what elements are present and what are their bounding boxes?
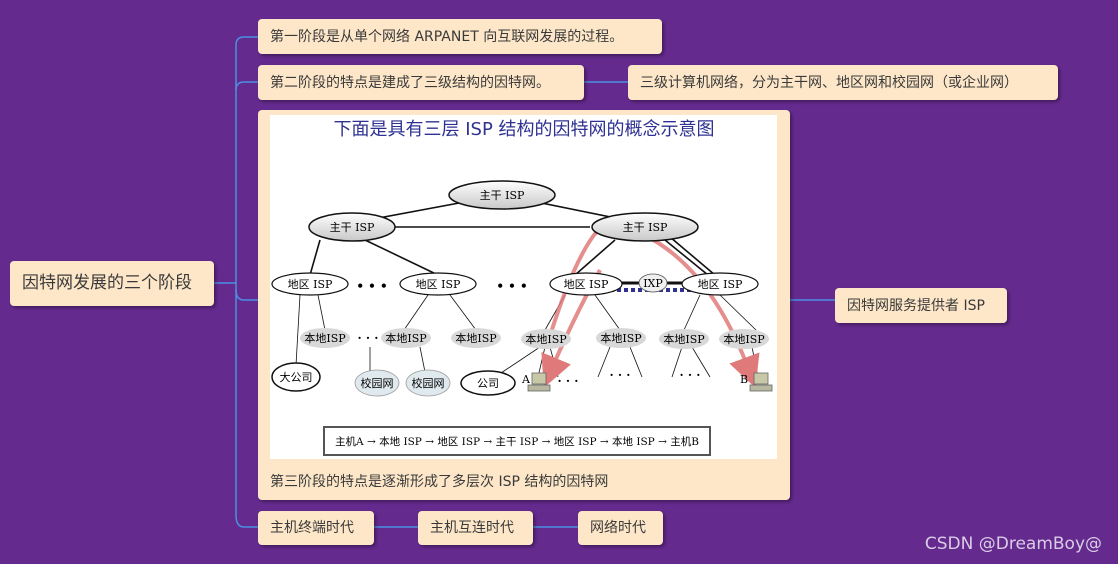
local-isp-1: 本地ISP	[300, 328, 350, 348]
local-isp-7: 本地ISP	[719, 329, 769, 349]
local-isp-6: 本地ISP	[659, 329, 709, 349]
svg-text:主机A → 本地 ISP → 地区 ISP → 主干 ISP: 主机A → 本地 ISP → 地区 ISP → 主干 ISP → 地区 ISP …	[335, 435, 699, 448]
campus-network-2: 校园网	[405, 369, 451, 397]
stage2-node[interactable]: 第二阶段的特点是建成了三级结构的因特网。	[258, 65, 584, 100]
svg-text:公司: 公司	[477, 377, 499, 390]
era3-node[interactable]: 网络时代	[578, 511, 663, 545]
svg-text:地区 ISP: 地区 ISP	[564, 278, 609, 291]
svg-text:本地ISP: 本地ISP	[455, 331, 497, 345]
watermark: CSDN @DreamBoy@	[924, 534, 1102, 554]
svg-text:本地ISP: 本地ISP	[304, 331, 346, 345]
svg-text:IXP: IXP	[643, 277, 663, 290]
stage3-detail-node[interactable]: 因特网服务提供者 ISP	[835, 288, 1007, 323]
ellipsis-2: • • •	[496, 279, 527, 293]
ixp-cloud: IXP	[638, 273, 668, 293]
route-path-box: 主机A → 本地 ISP → 地区 ISP → 主干 ISP → 地区 ISP …	[323, 426, 711, 456]
connector-stage1	[235, 36, 258, 46]
big-company: 大公司	[271, 362, 321, 392]
ellipsis-5: · · ·	[610, 368, 631, 382]
backbone-isp-right: 主干 ISP	[591, 212, 699, 242]
svg-text:本地ISP: 本地ISP	[723, 332, 765, 346]
local-isp-3: 本地ISP	[451, 328, 501, 348]
stage2-detail-node[interactable]: 三级计算机网络，分为主干网、地区网和校园网（或企业网）	[628, 65, 1058, 100]
isp-diagram-image: 下面是具有三层 ISP 结构的因特网的概念示意图	[270, 115, 777, 459]
root-topic[interactable]: 因特网发展的三个阶段	[10, 261, 214, 306]
connector-era1	[235, 514, 258, 528]
local-isp-2: 本地ISP	[381, 328, 431, 348]
local-isp-5: 本地ISP	[596, 328, 646, 348]
svg-text:主干 ISP: 主干 ISP	[623, 221, 668, 234]
host-b-computer-icon	[749, 372, 773, 392]
host-b-label: B	[740, 373, 748, 386]
ellipsis-1: • • •	[356, 279, 387, 293]
diagram-title: 下面是具有三层 ISP 结构的因特网的概念示意图	[333, 118, 714, 140]
svg-text:地区 ISP: 地区 ISP	[416, 278, 461, 291]
connector-stage2	[235, 81, 258, 91]
host-a-label: A	[521, 373, 531, 386]
company: 公司	[460, 370, 516, 396]
svg-text:大公司: 大公司	[280, 370, 313, 384]
svg-text:校园网: 校园网	[361, 376, 394, 390]
ellipsis-6: · · ·	[680, 368, 701, 382]
ellipsis-3: · · ·	[358, 331, 379, 345]
svg-text:本地ISP: 本地ISP	[525, 332, 567, 346]
svg-text:主干 ISP: 主干 ISP	[480, 189, 525, 202]
era1-node[interactable]: 主机终端时代	[258, 511, 374, 545]
svg-text:主干 ISP: 主干 ISP	[330, 221, 375, 234]
svg-text:本地ISP: 本地ISP	[385, 331, 427, 345]
root-trunk	[214, 45, 237, 515]
era2-node[interactable]: 主机互连时代	[418, 511, 533, 545]
regional-isp-4: 地区 ISP	[681, 272, 759, 296]
stage1-node[interactable]: 第一阶段是从单个网络 ARPANET 向互联网发展的过程。	[258, 19, 662, 54]
regional-isp-3: 地区 ISP	[549, 272, 623, 296]
ellipsis-4: · · ·	[558, 374, 579, 388]
regional-isp-2: 地区 ISP	[399, 272, 477, 296]
svg-text:地区 ISP: 地区 ISP	[288, 278, 333, 291]
svg-text:地区 ISP: 地区 ISP	[698, 278, 743, 291]
backbone-isp-left: 主干 ISP	[308, 212, 396, 242]
local-isp-4: 本地ISP	[521, 329, 571, 349]
backbone-isp-top: 主干 ISP	[448, 180, 556, 210]
svg-text:本地ISP: 本地ISP	[663, 332, 705, 346]
svg-text:本地ISP: 本地ISP	[600, 331, 642, 345]
connector-stage3	[235, 289, 258, 301]
host-a-computer-icon	[527, 372, 551, 392]
regional-isp-1: 地区 ISP	[271, 272, 349, 296]
svg-text:校园网: 校园网	[412, 376, 445, 390]
campus-network-1: 校园网	[354, 369, 400, 397]
